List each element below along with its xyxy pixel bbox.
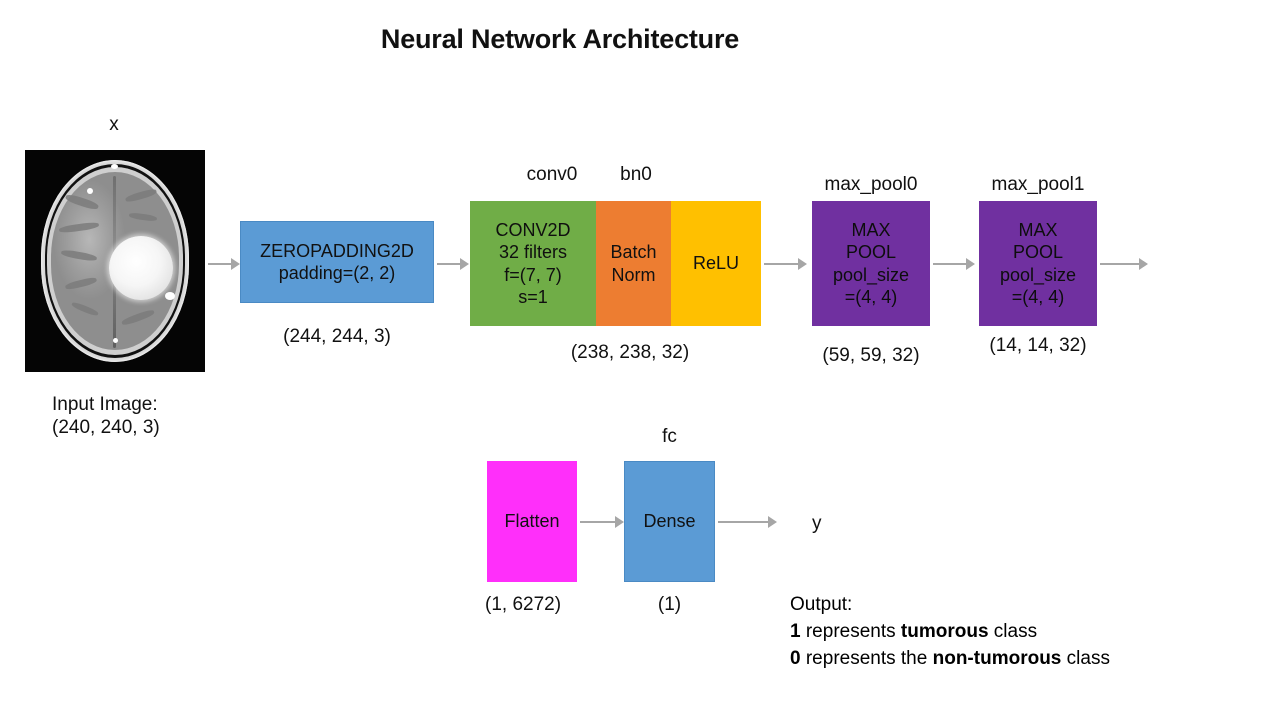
layer-relu-line1: ReLU <box>692 253 740 274</box>
layer-zeropadding2d-line2: padding=(2, 2) <box>278 263 396 283</box>
output-symbol-label: y <box>812 513 822 534</box>
arrow-relu-to-maxpool0 <box>764 258 808 270</box>
arrow-input-to-zeropadding <box>208 258 240 270</box>
layer-bn0-line2: Norm <box>611 264 656 285</box>
shape-flatten: (1, 6272) <box>485 594 562 615</box>
layer-relu[interactable]: ReLU <box>671 201 761 326</box>
layer-max-pool0-line4: =(4, 4) <box>844 286 898 307</box>
layer-max-pool0[interactable]: MAX POOL pool_size =(4, 4) <box>812 201 930 326</box>
layer-max-pool0-line1: MAX <box>851 219 891 240</box>
output-legend-line-1: 1 represents tumorous class <box>790 619 1110 646</box>
bright-spot <box>111 164 118 169</box>
input-caption-line2: (240, 240, 3) <box>52 417 160 438</box>
layer-conv0-line3: f=(7, 7) <box>504 264 562 285</box>
layer-bn0-line1: Batch <box>610 242 657 263</box>
shape-conv-block: (238, 238, 32) <box>570 342 690 363</box>
output-legend-heading: Output: <box>790 594 853 615</box>
output-text-1b: class <box>988 620 1038 642</box>
layer-max-pool1[interactable]: MAX POOL pool_size =(4, 4) <box>979 201 1097 326</box>
label-max-pool1: max_pool1 <box>991 174 1085 195</box>
layer-zeropadding2d[interactable]: ZEROPADDING2D padding=(2, 2) <box>240 221 434 303</box>
bright-spot <box>87 188 93 194</box>
output-value-1: 1 <box>790 620 801 642</box>
layer-dense[interactable]: Dense <box>624 461 715 582</box>
arrow-dense-to-output <box>718 516 778 528</box>
page-title: Neural Network Architecture <box>380 24 740 54</box>
output-text-0a: represents the <box>800 647 933 669</box>
arrow-flatten-to-dense <box>580 516 624 528</box>
bright-spot <box>165 292 175 300</box>
arrow-maxpool1-to-flatten <box>1100 258 1148 270</box>
shape-max-pool0: (59, 59, 32) <box>822 345 920 366</box>
shape-dense: (1) <box>657 594 682 615</box>
output-value-0: 0 <box>790 647 801 669</box>
output-text-0b: class <box>1061 647 1110 669</box>
layer-max-pool1-line2: POOL <box>1012 242 1064 263</box>
label-bn0: bn0 <box>620 164 652 185</box>
layer-flatten-line1: Flatten <box>504 511 560 532</box>
tumor-region <box>109 236 173 300</box>
output-legend-line-0: 0 represents the non-tumorous class <box>790 646 1110 673</box>
bright-spot <box>113 338 118 343</box>
layer-max-pool0-line3: pool_size <box>832 264 910 285</box>
output-legend: Output: 1 represents tumorous class 0 re… <box>790 592 1110 673</box>
output-class-tumorous: tumorous <box>900 620 989 642</box>
brain-mri-image <box>25 150 205 372</box>
output-class-non-tumorous: non-tumorous <box>932 647 1062 669</box>
layer-max-pool0-line2: POOL <box>845 242 897 263</box>
shape-zeropadding2d: (244, 244, 3) <box>283 326 391 347</box>
label-max-pool0: max_pool0 <box>824 174 918 195</box>
layer-max-pool1-line3: pool_size <box>999 264 1077 285</box>
layer-dense-line1: Dense <box>643 511 696 532</box>
layer-flatten[interactable]: Flatten <box>487 461 577 582</box>
arrow-maxpool0-to-maxpool1 <box>933 258 975 270</box>
label-conv0: conv0 <box>526 164 578 185</box>
shape-max-pool1: (14, 14, 32) <box>989 335 1087 356</box>
layer-conv0[interactable]: CONV2D 32 filters f=(7, 7) s=1 <box>470 201 596 326</box>
input-caption-line1: Input Image: <box>52 394 158 415</box>
label-fc: fc <box>662 426 677 447</box>
layer-max-pool1-line1: MAX <box>1018 219 1058 240</box>
arrow-zeropadding-to-conv0 <box>437 258 469 270</box>
layer-max-pool1-line4: =(4, 4) <box>1011 286 1065 307</box>
output-text-1a: represents <box>800 620 901 642</box>
layer-conv0-line1: CONV2D <box>495 219 571 240</box>
layer-zeropadding2d-line1: ZEROPADDING2D <box>260 240 414 261</box>
layer-conv0-line4: s=1 <box>518 286 548 307</box>
layer-conv0-line2: 32 filters <box>498 242 568 263</box>
layer-bn0[interactable]: Batch Norm <box>596 201 671 326</box>
input-symbol-label: x <box>109 114 119 135</box>
